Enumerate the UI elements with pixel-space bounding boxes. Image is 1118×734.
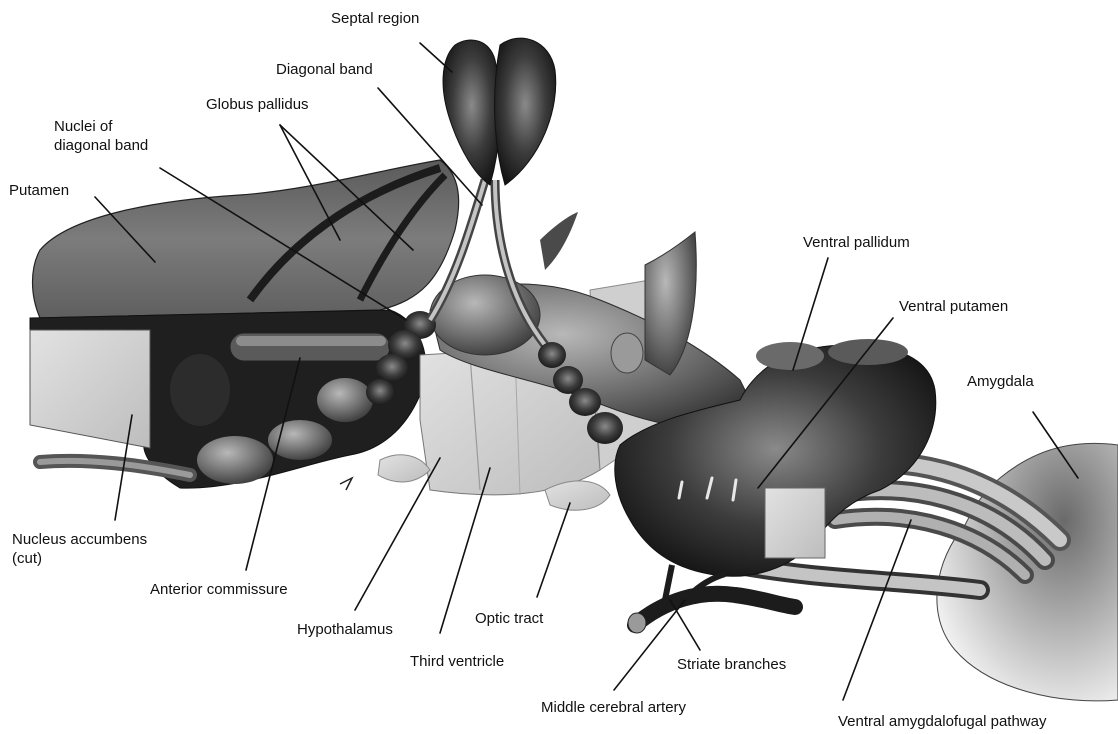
label-hypothalamus: Hypothalamus (297, 620, 393, 639)
septal-region-shape (443, 38, 556, 185)
label-ventral-pallidum: Ventral pallidum (803, 233, 910, 252)
label-septal-region: Septal region (331, 9, 419, 28)
label-middle-cerebral-artery: Middle cerebral artery (541, 698, 686, 717)
nucleus-accumbens-cut (30, 330, 150, 448)
label-anterior-commissure: Anterior commissure (150, 580, 288, 599)
label-ventral-putamen: Ventral putamen (899, 297, 1008, 316)
label-amygdala: Amygdala (967, 372, 1034, 391)
label-putamen: Putamen (9, 181, 69, 200)
label-globus-pallidus: Globus pallidus (206, 95, 309, 114)
label-nucleus-accumbens: Nucleus accumbens (cut) (12, 530, 147, 568)
label-third-ventricle: Third ventricle (410, 652, 504, 671)
label-striate-branches: Striate branches (677, 655, 786, 674)
label-optic-tract: Optic tract (475, 609, 543, 628)
label-nuclei-of-diagonal-band: Nuclei of diagonal band (54, 117, 148, 155)
label-diagonal-band: Diagonal band (276, 60, 373, 79)
label-ventral-amygdalofugal-pathway: Ventral amygdalofugal pathway (838, 712, 1046, 731)
